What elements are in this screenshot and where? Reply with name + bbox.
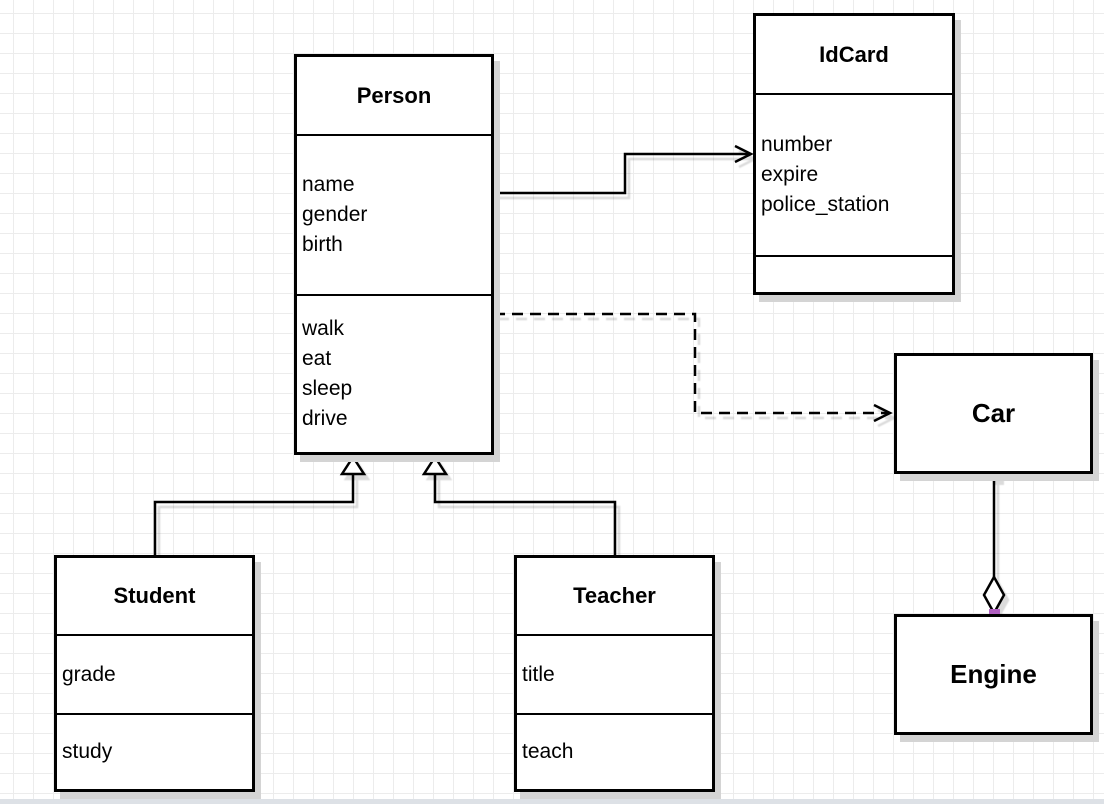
methods-compartment: study xyxy=(57,713,252,789)
class-title: Student xyxy=(113,583,196,608)
attribute-label: police_station xyxy=(761,193,890,216)
class-title: Person xyxy=(356,82,432,108)
class-box-student[interactable]: Student grade study xyxy=(54,555,255,792)
attribute-label: grade xyxy=(62,662,116,686)
edge-person-idcard[interactable] xyxy=(494,144,754,195)
attribute-label: name xyxy=(302,173,355,196)
attribute-label: number xyxy=(761,133,833,156)
edge-teacher-person[interactable] xyxy=(421,454,617,555)
attribute-label: gender xyxy=(302,203,368,226)
class-box-person[interactable]: Person name gender birth walk eat sleep … xyxy=(294,54,494,455)
attribute-label: birth xyxy=(302,233,343,256)
method-label: sleep xyxy=(302,377,353,400)
attribute-label: expire xyxy=(761,163,819,186)
class-title: Engine xyxy=(950,659,1037,689)
edge-student-person[interactable] xyxy=(153,454,367,555)
class-box-engine[interactable]: Engine xyxy=(894,614,1093,735)
open-arrowhead-icon xyxy=(734,144,754,164)
class-box-car[interactable]: Car xyxy=(894,353,1093,474)
endpoint-handle[interactable] xyxy=(989,469,1000,480)
method-label: eat xyxy=(302,347,332,370)
class-title: Car xyxy=(971,398,1016,428)
edge-car-engine[interactable] xyxy=(982,469,1006,620)
method-label: teach xyxy=(522,740,574,763)
edge-person-car[interactable] xyxy=(494,312,893,423)
attribute-label: title xyxy=(522,662,555,686)
class-box-idcard[interactable]: IdCard number expire police_station xyxy=(753,13,955,295)
methods-compartment xyxy=(756,255,952,292)
open-arrowhead-icon xyxy=(873,403,893,423)
generalization-triangle-icon xyxy=(339,454,367,476)
attributes-compartment: name gender birth xyxy=(297,134,491,294)
aggregation-diamond-icon xyxy=(982,574,1006,616)
method-label: study xyxy=(62,740,113,763)
attributes-compartment: title xyxy=(517,634,712,713)
canvas-bottom-edge xyxy=(0,799,1104,804)
method-label: drive xyxy=(302,407,348,430)
methods-compartment: walk eat sleep drive xyxy=(297,294,491,452)
class-title: Teacher xyxy=(573,583,656,608)
attributes-compartment: grade xyxy=(57,634,252,713)
generalization-triangle-icon xyxy=(421,454,449,476)
methods-compartment: teach xyxy=(517,713,712,789)
attributes-compartment: number expire police_station xyxy=(756,93,952,255)
method-label: walk xyxy=(302,317,345,340)
class-title: IdCard xyxy=(819,41,889,67)
class-box-teacher[interactable]: Teacher title teach xyxy=(514,555,715,792)
